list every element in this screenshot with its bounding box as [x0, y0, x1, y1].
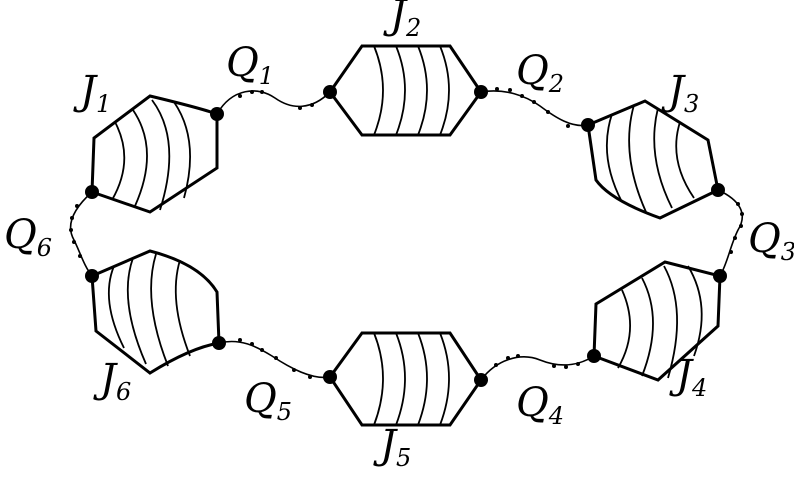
label-j3: J3: [661, 68, 699, 118]
label-q5: Q5: [244, 376, 292, 426]
label-j2: J2: [383, 0, 421, 42]
node-j1-q1: [210, 107, 224, 121]
link-q2: [480, 90, 589, 127]
label-q6: Q6: [4, 212, 52, 262]
link-q1: [216, 90, 331, 115]
node-j2-q2: [474, 85, 488, 99]
link-q4: [480, 355, 595, 381]
link-q3: [717, 189, 743, 277]
junction-j2-shape: [328, 44, 483, 137]
node-j5-q5: [323, 370, 337, 384]
link-q6: [69, 191, 93, 277]
connection-nodes: [85, 85, 727, 387]
label-j1: J1: [73, 68, 111, 118]
link-q5: [218, 340, 331, 379]
junction-j6-shape: [90, 249, 221, 375]
node-q2-j3: [581, 118, 595, 132]
node-j3-q3: [711, 183, 725, 197]
junction-j5-shape: [328, 331, 483, 427]
label-j5: J5: [373, 422, 411, 472]
node-q5-j6: [212, 336, 226, 350]
node-q3-j4: [713, 269, 727, 283]
label-q2: Q2: [516, 48, 564, 98]
junction-j1-shape: [90, 94, 219, 214]
junction-j3-shape: [586, 99, 720, 220]
label-j6: J6: [93, 356, 131, 406]
node-q4-j5: [474, 373, 488, 387]
junction-j4-shape: [592, 260, 722, 382]
node-j4-q4: [587, 349, 601, 363]
node-q6-j1: [85, 185, 99, 199]
node-j6-q6: [85, 269, 99, 283]
link-dots: [69, 87, 744, 379]
label-q1: Q1: [226, 40, 274, 90]
node-q1-j2: [323, 85, 337, 99]
label-q3: Q3: [748, 216, 794, 266]
label-q4: Q4: [516, 380, 564, 430]
